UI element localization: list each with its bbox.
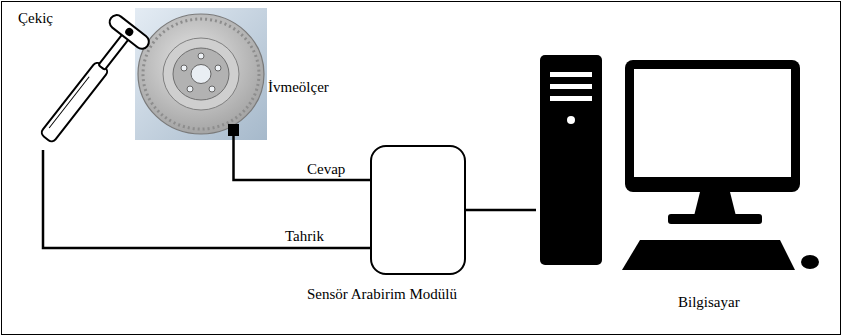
hammer-node: Çekiç <box>30 32 130 150</box>
node-label: İvmeölçer <box>268 79 329 95</box>
hammer <box>28 12 152 152</box>
computer-node: Bilgisayar <box>536 50 812 285</box>
accelerometer: İvmeölçer <box>228 124 239 136</box>
computer <box>540 55 819 270</box>
cable <box>234 136 371 180</box>
brake-disc <box>135 8 267 140</box>
signal-label: Cevap <box>305 161 347 177</box>
node-label: Bilgisayar <box>678 294 740 310</box>
interface-module: Sensör Arabirim Modülü <box>370 145 466 275</box>
node-label: Çekiç <box>18 10 53 26</box>
cable <box>43 150 370 248</box>
cable <box>466 210 536 211</box>
signal-label: Tahrik <box>283 228 326 244</box>
node-label: Sensör Arabirim Modülü <box>307 286 457 302</box>
